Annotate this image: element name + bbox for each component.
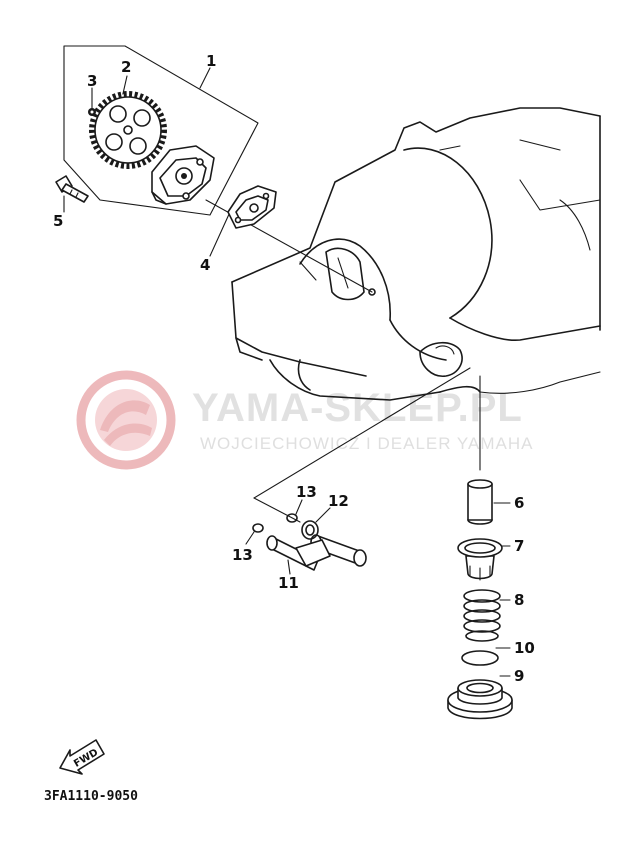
callout-2: 2 xyxy=(121,58,131,76)
callout-3: 3 xyxy=(87,72,97,90)
forward-arrow-icon: FWD xyxy=(59,739,105,775)
diagram-code: 3FA1110-9050 xyxy=(44,789,138,804)
callout-4: 4 xyxy=(200,256,210,274)
pipe xyxy=(467,479,493,525)
o-ring xyxy=(461,650,499,666)
bolt xyxy=(55,175,89,203)
callout-6: 6 xyxy=(514,494,524,512)
small-o-ring-a xyxy=(286,513,298,523)
callout-9: 9 xyxy=(514,667,524,685)
pump-assembly-bracket xyxy=(63,45,259,216)
pipe-o-ring xyxy=(301,520,319,540)
callout-labels: 1 2 3 4 5 6 7 8 9 10 11 12 13 13 xyxy=(53,52,535,685)
small-o-ring-b xyxy=(252,523,264,533)
callout-7: 7 xyxy=(514,537,524,555)
gasket xyxy=(227,185,277,229)
oil-pump-body xyxy=(151,145,215,205)
watermark-subtitle: WOJCIECHOWICZ I DEALER YAMAHA xyxy=(200,434,533,453)
spring xyxy=(463,589,501,642)
callout-1: 1 xyxy=(206,52,216,70)
callout-13-left: 13 xyxy=(232,546,253,564)
strainer-cap xyxy=(457,538,503,581)
callout-10: 10 xyxy=(514,639,535,657)
callout-5: 5 xyxy=(53,212,63,230)
callout-12: 12 xyxy=(328,492,349,510)
callout-13-top: 13 xyxy=(296,483,317,501)
callout-11: 11 xyxy=(278,574,299,592)
circlip xyxy=(88,108,96,116)
crankcase xyxy=(231,107,601,401)
oil-pump-gear xyxy=(89,91,167,169)
drain-plug xyxy=(447,679,513,720)
delivery-pipe xyxy=(266,534,367,571)
watermark: YAMA-SKLEP.PL WOJCIECHOWICZ I DEALER YAM… xyxy=(76,370,533,470)
watermark-title: YAMA-SKLEP.PL xyxy=(192,386,523,430)
callout-8: 8 xyxy=(514,591,524,609)
watermark-logo xyxy=(76,370,176,470)
